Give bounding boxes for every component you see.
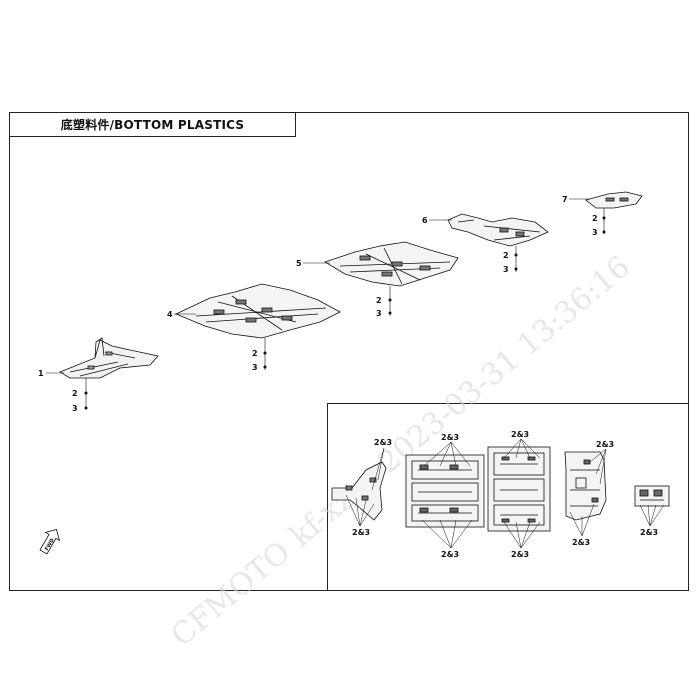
inset-callout-part-4: 2&3 2&3	[421, 433, 473, 559]
inset-part-4	[405, 454, 485, 528]
part-7-small-plate	[585, 191, 643, 209]
label-fastener-2: 2	[376, 296, 382, 305]
part-4-floor-plate	[175, 283, 341, 339]
title-box: 底塑料件/BOTTOM PLASTICS	[9, 112, 296, 137]
label-fastener-3: 3	[252, 363, 258, 372]
inset-part-6	[564, 451, 607, 521]
inset-callout-part-6: 2&3 2&3	[569, 440, 614, 547]
callout-part-1: 1 2 3	[38, 369, 88, 413]
inset-part-7	[634, 485, 670, 507]
label-fastener-2: 2	[72, 389, 78, 398]
inset-callout-part-5: 2&3 2&3	[503, 430, 541, 559]
part-1-skid-plate	[59, 337, 159, 379]
label-fastener-3: 3	[503, 265, 509, 274]
inset-callout-part-7: 2&3	[639, 504, 665, 537]
fwd-label: FWD	[44, 538, 56, 552]
label-fastener-3: 3	[376, 309, 382, 318]
label-part-4: 4	[167, 310, 173, 319]
inset-label-combo: 2&3	[572, 538, 590, 547]
part-6-rear-plate	[447, 213, 549, 247]
callout-part-4: 4 2 3	[167, 310, 267, 372]
inset-label-combo: 2&3	[511, 430, 529, 439]
label-fastener-3: 3	[72, 404, 78, 413]
inset-label-combo: 2&3	[441, 550, 459, 559]
inset-label-combo: 2&3	[511, 550, 529, 559]
part-5-floor-plate	[324, 241, 459, 287]
label-fastener-3: 3	[592, 228, 598, 237]
fastener-location-inset	[327, 403, 689, 591]
label-part-5: 5	[296, 259, 302, 268]
inset-part-5	[487, 446, 551, 532]
inset-label-combo: 2&3	[640, 528, 658, 537]
inset-label-combo: 2&3	[596, 440, 614, 449]
inset-label-combo: 2&3	[441, 433, 459, 442]
label-fastener-2: 2	[592, 214, 598, 223]
label-part-1: 1	[38, 369, 44, 378]
label-fastener-2: 2	[503, 251, 509, 260]
callout-part-5: 5 2 3	[296, 259, 392, 318]
callout-part-7: 7 2 3	[562, 195, 606, 237]
label-fastener-2: 2	[252, 349, 258, 358]
fwd-arrow-icon: FWD	[39, 528, 61, 555]
inset-label-combo: 2&3	[374, 438, 392, 447]
page-title: 底塑料件/BOTTOM PLASTICS	[60, 118, 245, 132]
label-part-6: 6	[422, 216, 428, 225]
callout-part-6: 6 2 3	[422, 216, 518, 274]
watermark-brand: CFMOTO	[165, 535, 298, 654]
inset-part-1	[331, 461, 387, 521]
inset-callout-part-1: 2&3 2&3	[345, 438, 392, 537]
label-part-7: 7	[562, 195, 568, 204]
inset-label-combo: 2&3	[352, 528, 370, 537]
